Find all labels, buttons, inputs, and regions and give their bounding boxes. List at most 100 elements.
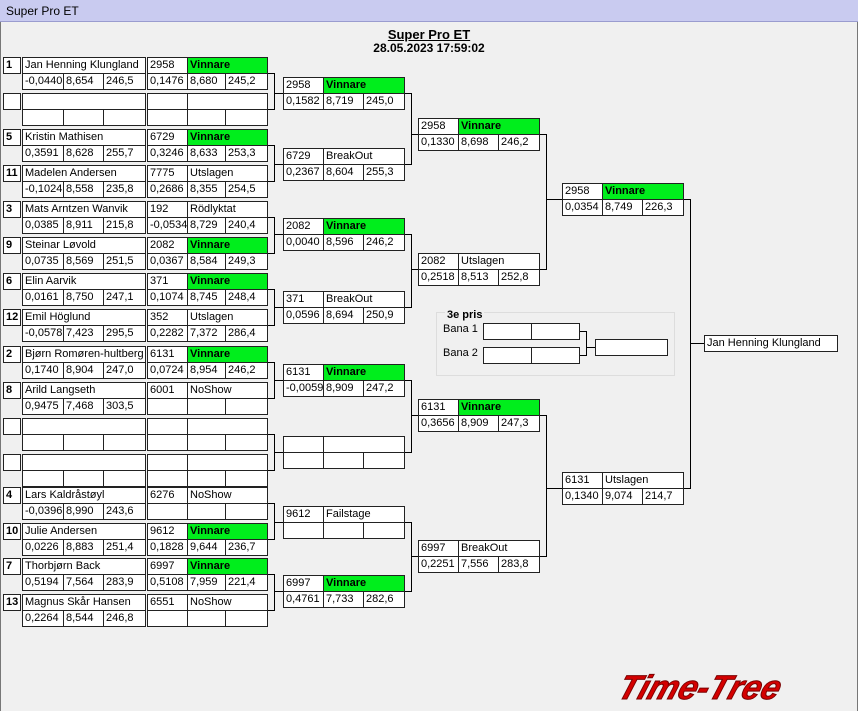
speed: 246,5 [103,73,146,90]
car-number: 6551 [147,594,188,611]
racer-name: Lars Kaldråstøyl [22,487,146,504]
elapsed-time: 7,564 [63,574,104,591]
seed-number: 1 [3,57,21,74]
speed [103,109,146,126]
speed: 295,5 [103,325,146,342]
elapsed-time: 8,604 [323,164,364,181]
bracket-connector [405,380,411,381]
elapsed-time-2: 8,680 [187,73,226,90]
racer-name: Jan Henning Klungland [22,57,146,74]
bracket-connector [546,199,562,200]
reaction-time: 0,2251 [418,556,459,573]
page-title: Super Pro ET [387,27,471,42]
reaction-time: -0,1024 [22,181,64,198]
result-status: Vinnare [187,523,268,540]
result-status: Rödlyktat [187,201,268,218]
elapsed-time: 8,596 [323,234,364,251]
result-status: Vinnare [187,346,268,363]
speed-2 [225,470,268,487]
car-number: 6131 [147,346,188,363]
elapsed-time: 8,569 [63,253,104,270]
elapsed-time: 8,628 [63,145,104,162]
speed-2: 249,3 [225,253,268,270]
bracket-connector [268,253,274,254]
speed: 255,3 [363,164,405,181]
result-status: Vinnare [323,575,405,592]
racer-name: Arild Langseth [22,382,146,399]
speed [363,522,405,539]
result-status: Vinnare [187,558,268,575]
reaction-time-2 [147,610,188,627]
car-number [147,454,188,471]
reaction-time-2: 0,3246 [147,145,188,162]
reaction-time-2: 0,5108 [147,574,188,591]
result-status: Utslagen [602,472,684,489]
bracket-connector [268,217,274,218]
third-connector [586,331,587,356]
bracket-connector [540,415,546,416]
racer-name: Steinar Løvold [22,237,146,254]
elapsed-time: 9,074 [602,488,643,505]
speed: 303,5 [103,398,146,415]
third-lane1-status [531,323,580,340]
speed-2: 236,7 [225,539,268,556]
elapsed-time-2: 8,745 [187,289,226,306]
speed-2 [225,398,268,415]
result-status: NoShow [187,594,268,611]
elapsed-time: 7,423 [63,325,104,342]
bracket-connector [405,307,411,308]
bracket-connector [274,307,283,308]
speed [103,434,146,451]
seed-number: 2 [3,346,21,363]
racer-name: Kristin Mathisen [22,129,146,146]
result-status: Vinnare [602,183,684,200]
seed-number: 13 [3,594,21,611]
speed: 251,4 [103,539,146,556]
racer-name: Madelen Andersen [22,165,146,182]
result-status: Utslagen [187,165,268,182]
elapsed-time-2: 8,584 [187,253,226,270]
car-number: 371 [283,291,324,308]
reaction-time-2: 0,2686 [147,181,188,198]
third-connector [580,355,586,356]
reaction-time-2: 0,2282 [147,325,188,342]
bracket-connector [268,289,274,290]
bracket-connector [274,380,283,381]
seed-number: 8 [3,382,21,399]
car-number: 2958 [283,77,324,94]
seed-number: 4 [3,487,21,504]
elapsed-time: 8,883 [63,539,104,556]
bracket-connector [268,539,274,540]
window-titlebar[interactable]: Super Pro ET [0,0,858,22]
bracket-connector [540,134,546,135]
speed: 247,0 [103,362,146,379]
elapsed-time-2 [187,503,226,520]
result-status: Failstage [323,506,405,523]
bracket-connector [690,199,691,489]
seed-number: 5 [3,129,21,146]
elapsed-time-2: 7,959 [187,574,226,591]
elapsed-time: 8,990 [63,503,104,520]
car-number: 2958 [562,183,603,200]
reaction-time: 0,1740 [22,362,64,379]
bracket-connector [411,380,412,453]
car-number: 2958 [418,118,459,135]
result-status: BreakOut [458,540,540,557]
bracket-connector [546,134,547,270]
result-status [187,418,268,435]
car-number: 6131 [562,472,603,489]
reaction-time: 0,1330 [418,134,459,151]
bracket-connector [540,269,546,270]
speed: 215,8 [103,217,146,234]
reaction-time-2 [147,503,188,520]
racer-name: Thorbjørn Back [22,558,146,575]
bracket-connector [274,234,283,235]
event-datetime: 28.05.2023 17:59:02 [373,41,485,55]
result-status: Vinnare [323,218,405,235]
bracket-connector [405,522,411,523]
racer-name [22,418,146,435]
elapsed-time: 8,909 [323,380,364,397]
final-winner: Jan Henning Klungland [704,335,838,352]
elapsed-time: 8,513 [458,269,499,286]
speed-2: 253,3 [225,145,268,162]
